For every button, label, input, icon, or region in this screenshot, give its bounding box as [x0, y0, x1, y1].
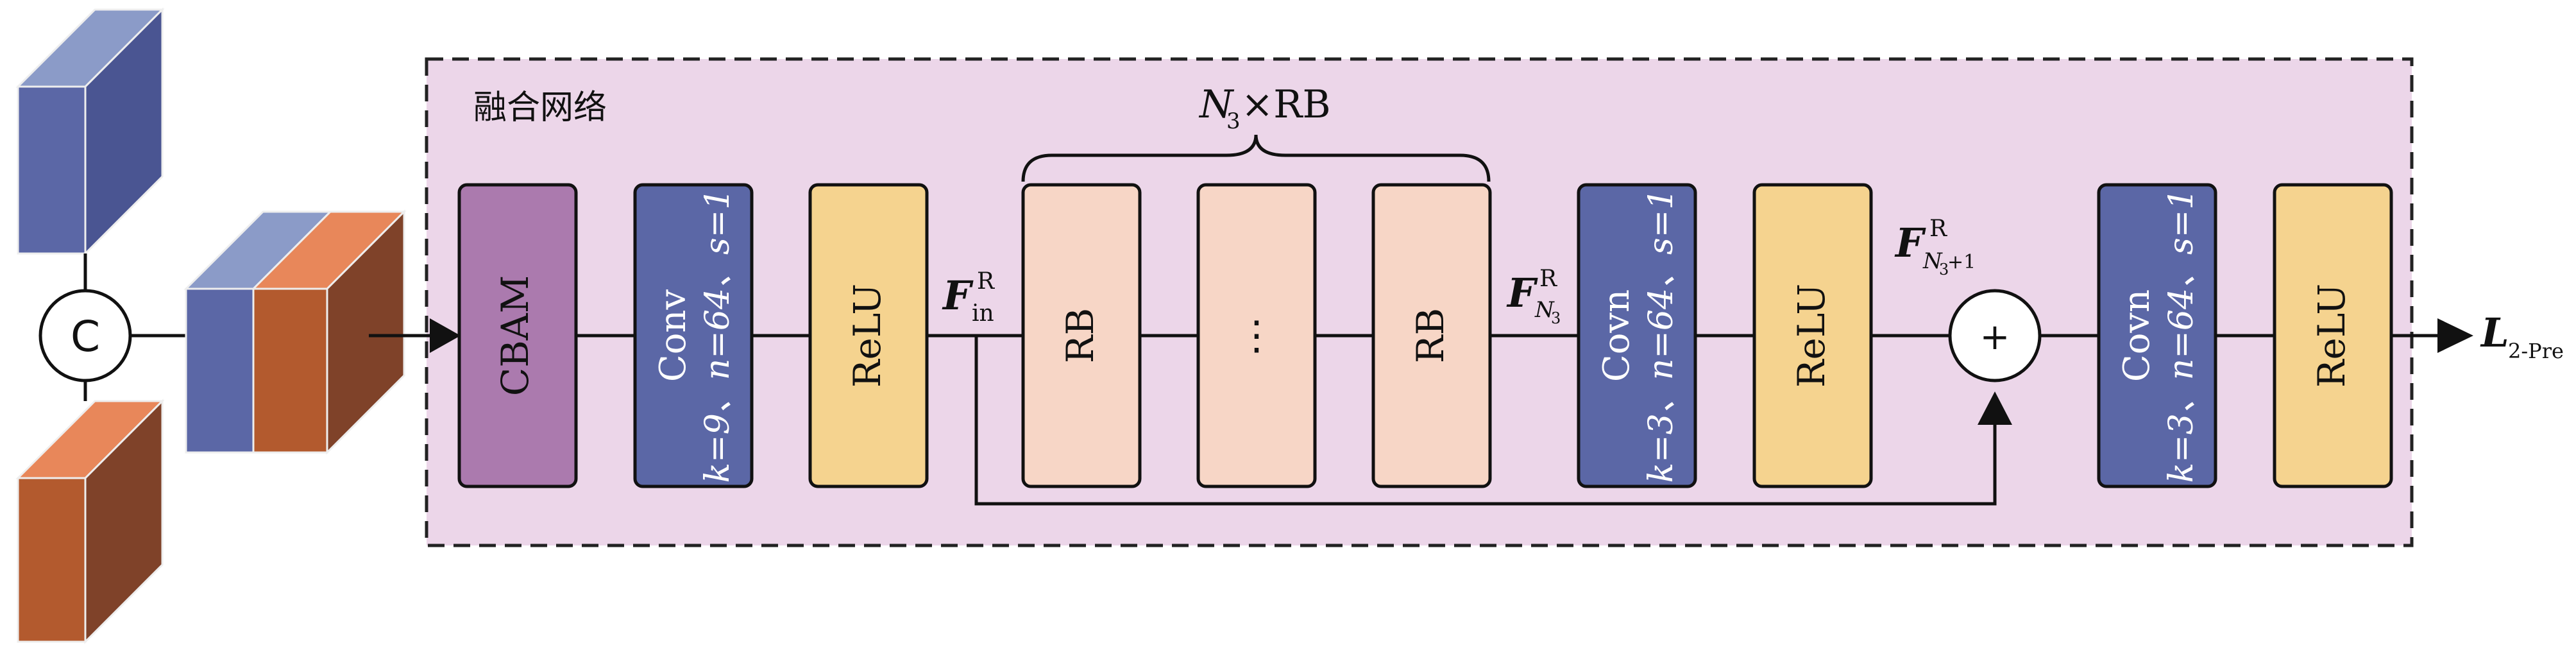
rb-block-2: RB	[1371, 183, 1492, 488]
conv-block-2: Covn k=3、n=64、s=1	[1577, 183, 1697, 488]
relu-block-3-label: ReLU	[2310, 284, 2353, 388]
rb-repeat-label: N 3 ×RB	[1198, 82, 1331, 134]
feature-f-n3-plus-1-label: F R N 3 +1	[1894, 216, 1976, 279]
svg-text:F: F	[1506, 270, 1538, 316]
conv-block-2-params: k=3、n=64、s=1	[1642, 189, 1681, 483]
conv-block-1: Conv k=9、n=64、s=1	[633, 183, 754, 488]
relu-block-1-label: ReLU	[845, 284, 889, 388]
svg-text:3: 3	[1551, 309, 1561, 327]
svg-text:N: N	[1922, 248, 1943, 274]
rb-block-2-label: RB	[1409, 308, 1452, 363]
conv-block-3-params: k=3、n=64、s=1	[2162, 189, 2201, 483]
svg-text:+1: +1	[1947, 251, 1976, 273]
relu-block-2: ReLU	[1752, 183, 1873, 488]
group-label: 融合网络	[473, 89, 607, 127]
conv-block-1-title: Conv	[652, 289, 694, 382]
rb-repeat-brace	[1021, 134, 1491, 182]
svg-text:N: N	[1534, 297, 1555, 323]
svg-text:R: R	[977, 268, 995, 295]
svg-text:R: R	[1929, 216, 1947, 242]
conv-block-2-title: Covn	[1596, 289, 1638, 382]
input-feature-cube-blue	[15, 7, 165, 256]
feature-f-n3-label: F R N 3	[1506, 266, 1561, 327]
concatenated-feature-cube	[183, 209, 407, 455]
conv-block-1-params: k=9、n=64、s=1	[699, 189, 737, 483]
svg-text:N: N	[1198, 82, 1235, 127]
conv-block-3: Covn k=3、n=64、s=1	[2097, 183, 2217, 488]
cbam-block: CBAM	[457, 183, 578, 488]
relu-block-3: ReLU	[2273, 183, 2393, 488]
output-label: L 2-Pre	[2480, 309, 2564, 363]
add-symbol: +	[1980, 316, 2010, 358]
rb-block-ellipsis: ⋮	[1196, 183, 1317, 488]
cbam-label: CBAM	[493, 275, 537, 396]
svg-text:3: 3	[1226, 108, 1241, 134]
svg-text:2-Pre: 2-Pre	[2508, 339, 2564, 363]
relu-block-1: ReLU	[808, 183, 929, 488]
svg-text:F: F	[1894, 219, 1926, 266]
svg-text:F: F	[942, 272, 974, 319]
rb-block-1: RB	[1021, 183, 1142, 488]
svg-text:×RB: ×RB	[1241, 82, 1331, 127]
relu-block-2-label: ReLU	[1790, 284, 1833, 388]
feature-f-in-label: F R in	[942, 268, 995, 327]
concat-symbol: C	[71, 312, 100, 361]
output-arrow	[2437, 318, 2473, 353]
svg-text:3: 3	[1939, 261, 1949, 279]
skip-connection	[974, 336, 1997, 506]
rb-block-1-label: RB	[1058, 308, 1102, 363]
input-feature-cube-orange	[15, 399, 165, 644]
svg-text:R: R	[1539, 266, 1557, 292]
svg-text:in: in	[972, 300, 994, 327]
svg-text:L: L	[2480, 309, 2509, 356]
add-node: +	[1948, 289, 2042, 382]
concat-node: C	[38, 289, 132, 382]
rb-ellipsis-label: ⋮	[1237, 312, 1276, 359]
conv-block-3-title: Covn	[2116, 289, 2158, 382]
